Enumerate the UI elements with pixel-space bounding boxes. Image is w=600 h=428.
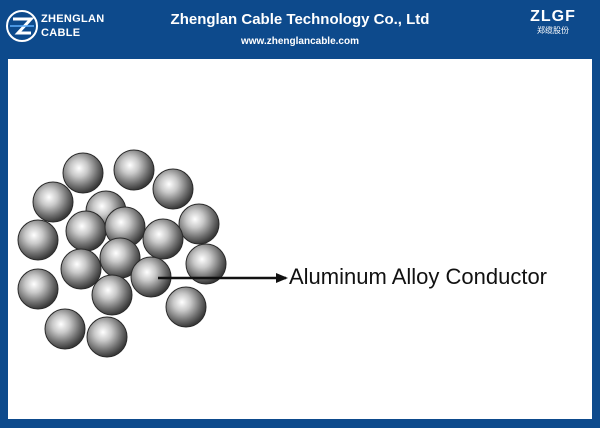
company-name: Zhenglan Cable Technology Co., Ltd bbox=[170, 11, 430, 28]
conductor-strand bbox=[17, 219, 59, 261]
header-bar: ZHENGLAN CABLE Zhenglan Cable Technology… bbox=[0, 0, 600, 58]
zlgf-logo[interactable]: ZLGF 郑缆股份 bbox=[518, 8, 588, 48]
conductor-strand bbox=[142, 218, 184, 260]
conductor-strand bbox=[65, 210, 107, 252]
conductor-strand bbox=[60, 248, 102, 290]
conductor-strand bbox=[113, 149, 155, 191]
logo-line-2: CABLE bbox=[41, 27, 81, 39]
conductor-strand bbox=[86, 316, 128, 358]
zlgf-logo-subtext: 郑缆股份 bbox=[537, 26, 569, 35]
zhenglan-logo-icon bbox=[6, 10, 38, 42]
conductor-strands bbox=[17, 149, 227, 358]
conductor-strand bbox=[32, 181, 74, 223]
conductor-strand bbox=[91, 274, 133, 316]
conductor-strand bbox=[62, 152, 104, 194]
logo-line-1: ZHENGLAN bbox=[41, 13, 105, 25]
conductor-strand bbox=[17, 268, 59, 310]
company-logo[interactable]: ZHENGLAN CABLE bbox=[6, 8, 116, 48]
zlgf-logo-text: ZLGF bbox=[530, 8, 576, 25]
conductor-strand bbox=[165, 286, 207, 328]
conductor-strand bbox=[44, 308, 86, 350]
conductor-strand bbox=[178, 203, 220, 245]
website-link[interactable]: www.zhenglancable.com bbox=[241, 36, 359, 47]
conductor-strand bbox=[152, 168, 194, 210]
conductor-strand bbox=[185, 243, 227, 285]
diagram-panel: Aluminum Alloy Conductor bbox=[8, 59, 592, 419]
conductor-label: Aluminum Alloy Conductor bbox=[289, 264, 548, 289]
conductor-diagram bbox=[17, 149, 288, 358]
